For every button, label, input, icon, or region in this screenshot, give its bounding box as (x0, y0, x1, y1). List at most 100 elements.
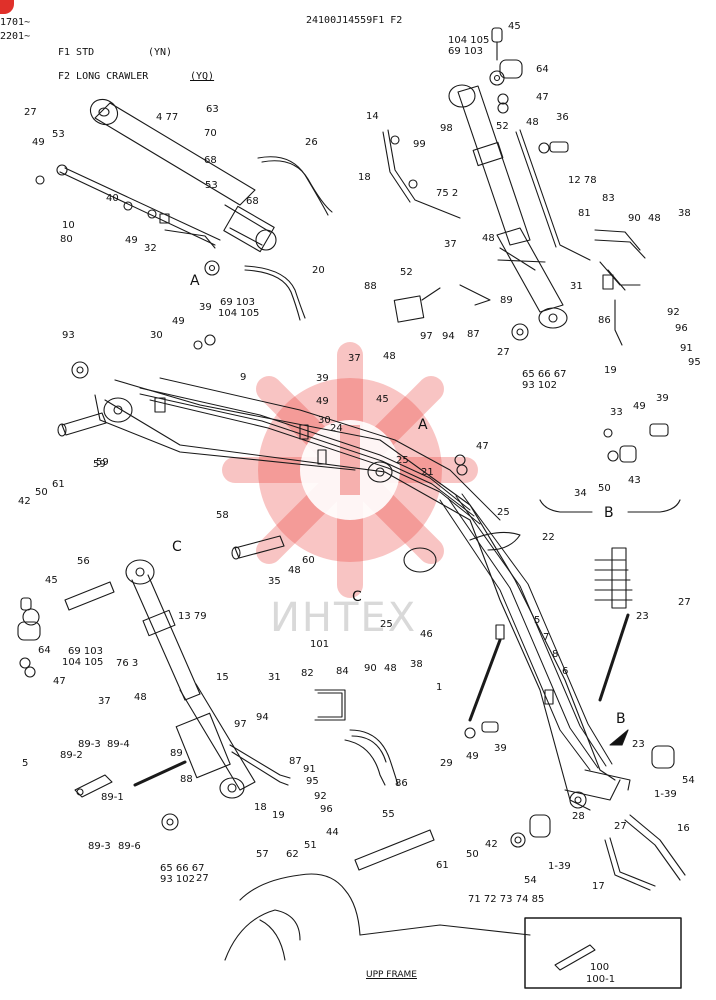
part-label: 95 (306, 776, 319, 787)
part-label: 86 (598, 315, 611, 326)
part-label: 20 (312, 265, 325, 276)
part-label: 49 (316, 396, 329, 407)
part-label: 1 (436, 682, 443, 693)
part-label: 53 (205, 180, 218, 191)
part-label: 27 (614, 821, 627, 832)
part-label: 18 (358, 172, 371, 183)
main-boom (94, 379, 631, 811)
part-label: 6 (562, 666, 569, 677)
b-arrow (609, 729, 629, 746)
part-label: 25 (396, 455, 409, 466)
part-label: 93 102 (522, 380, 557, 391)
part-label: 29 (440, 758, 453, 769)
hose-86-lower-c (344, 739, 386, 786)
part-label: 63 (206, 104, 219, 115)
corner-mark (0, 0, 14, 14)
part-label: 89 (500, 295, 513, 306)
part-label: 89 (170, 748, 183, 759)
part-label: 48 (288, 565, 301, 576)
part-label: 104 105 (218, 308, 260, 319)
section-b-bracket (539, 499, 681, 513)
part-label: 30 (318, 415, 331, 426)
part-label: 96 (675, 323, 688, 334)
part-label: 99 (413, 139, 426, 150)
part-label: 52 (496, 121, 509, 132)
part-label: 39 (494, 743, 507, 754)
inset-box-100 (524, 917, 682, 989)
part-label: 18 (254, 802, 267, 813)
hose-86-lower (349, 729, 399, 786)
part-label: 87 (467, 329, 480, 340)
part-label: 100 (590, 962, 610, 973)
part-label: 50 (466, 849, 479, 860)
bushing-54-right (651, 745, 675, 769)
part-label: 27 (24, 107, 37, 118)
part-label: 88 (364, 281, 377, 292)
part-label: 19 (604, 365, 617, 376)
part-label: 56 (77, 556, 90, 567)
part-label: 54 (682, 775, 695, 786)
hose-16 (624, 819, 681, 881)
part-label: 42 (485, 839, 498, 850)
part-label: 38 (410, 659, 423, 670)
part-label: 75 2 (436, 188, 459, 199)
part-label: 48 (526, 117, 539, 128)
section-label-c: C (352, 589, 362, 605)
part-label: 83 (602, 193, 615, 204)
part-label: 94 (256, 712, 269, 723)
part-label: 64 (536, 64, 549, 75)
part-label: 21 (421, 467, 434, 478)
small-hardware (17, 27, 669, 848)
part-label: 90 (364, 663, 377, 674)
hose-26b (261, 160, 333, 213)
part-label: 104 105 (62, 657, 104, 668)
hose-20b (244, 269, 301, 321)
part-label: 40 (106, 193, 119, 204)
part-label: 89-6 (118, 841, 141, 852)
part-label: 50 (35, 487, 48, 498)
part-label: 25 (380, 619, 393, 630)
part-label: 50 (598, 483, 611, 494)
pin-55 (354, 829, 435, 871)
part-label: 47 (536, 92, 549, 103)
part-label: 49 (633, 401, 646, 412)
part-label: 68 (204, 155, 217, 166)
leader-line-b (598, 613, 630, 702)
part-label: 64 (38, 645, 51, 656)
f1-code: (YN) (148, 47, 173, 58)
leader-line-c (468, 638, 502, 722)
part-label: 31 (268, 672, 281, 683)
part-label: 48 (482, 233, 495, 244)
part-label: 60 (302, 555, 315, 566)
serial-range-2: 2201~ (0, 31, 31, 42)
pipe-14b (382, 131, 411, 203)
part-label: 14 (366, 111, 379, 122)
document-code: 24100J14559F1 F2 (306, 15, 403, 26)
part-label: 45 (45, 575, 58, 586)
boom-cylinder-top-right (448, 84, 568, 329)
part-label: 55 (382, 809, 395, 820)
part-label: 1-39 (654, 789, 677, 800)
part-label: 97 (234, 719, 247, 730)
boom-hoses (139, 377, 613, 771)
part-label: 31 (570, 281, 583, 292)
u-bracket-82 (314, 689, 346, 721)
part-label: 19 (272, 810, 285, 821)
part-label: 1-39 (548, 861, 571, 872)
hose-86-lower-b (351, 735, 387, 763)
part-label: 22 (542, 532, 555, 543)
part-label: 32 (144, 243, 157, 254)
part-label: 61 (436, 860, 449, 871)
part-label: 81 (578, 208, 591, 219)
part-label: 47 (476, 441, 489, 452)
part-label: 9 (240, 372, 247, 383)
part-label: 49 (32, 137, 45, 148)
part-label: 25 (497, 507, 510, 518)
part-label: 68 (246, 196, 259, 207)
part-label: 46 (420, 629, 433, 640)
part-label: 89-3 (88, 841, 111, 852)
hose-20 (244, 265, 306, 319)
upper-frame (224, 873, 531, 961)
